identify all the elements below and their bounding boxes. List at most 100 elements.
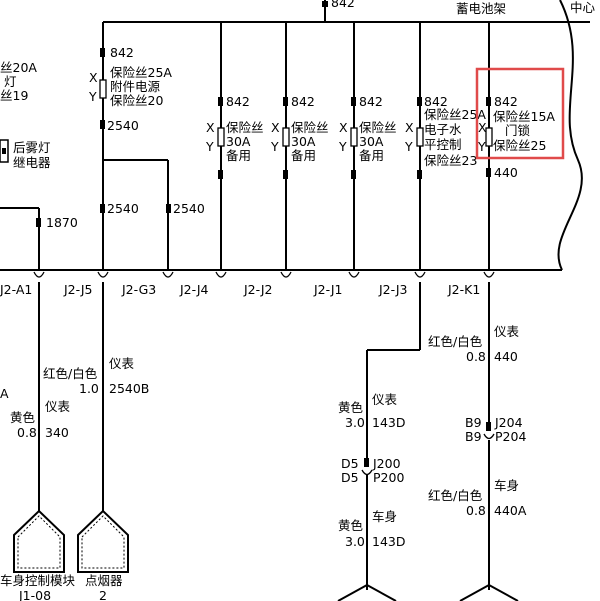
fuse-name: 保险丝25A: [110, 65, 172, 80]
wire-system: 仪表: [494, 324, 520, 339]
svg-text:Y: Y: [205, 139, 214, 154]
wire-gauge: 0.8: [466, 349, 486, 364]
wire-gauge: 0.8: [17, 425, 37, 440]
left-fuse-line2: 灯: [4, 74, 17, 89]
fuse-id: 保险丝25: [493, 138, 546, 153]
fuse-name: 保险丝: [359, 120, 397, 135]
wire-gauge: 3.0: [345, 534, 365, 549]
wire-circuit: 143D: [372, 415, 405, 430]
left-partial: 丝20A 灯 丝19 后雾灯 继电器 1870: [0, 60, 78, 270]
svg-text:X: X: [478, 120, 487, 135]
svg-text:Y: Y: [88, 89, 97, 104]
svg-text:X: X: [89, 70, 98, 85]
svg-text:440: 440: [494, 165, 518, 180]
wire-gauge: 0.8: [466, 503, 486, 518]
wire-color: 黄色: [338, 518, 364, 533]
svg-text:Y: Y: [404, 139, 413, 154]
connector-label: J2-J3: [378, 282, 408, 297]
fuse-desc-1: 电子水: [424, 122, 462, 137]
fuse-symbol: [350, 127, 358, 147]
fuse-column-j4: 842 X Y 保险丝 30A 备用: [205, 22, 264, 270]
svg-text:842: 842: [226, 94, 250, 109]
svg-text:Y: Y: [477, 139, 486, 154]
fuse-column-j2: 842 X Y 保险丝 30A 备用: [270, 22, 329, 270]
connector-label: J2-J4: [179, 282, 209, 297]
inline-connector-d5: D5 J200 D5 P200: [341, 456, 404, 485]
svg-text:A: A: [0, 386, 9, 401]
svg-text:D5: D5: [341, 470, 359, 485]
fuse-id: 保险丝23: [424, 153, 477, 168]
svg-text:2540: 2540: [107, 118, 139, 133]
component-name: 点烟器: [85, 573, 123, 588]
wire-k1: 红色/白色 0.8 仪表 440 红色/白色 0.8 车身 440A: [428, 282, 527, 601]
fuse-symbol: [485, 127, 493, 147]
fuse-name: 保险丝25A: [424, 107, 486, 122]
svg-text:Y: Y: [338, 139, 347, 154]
fuse-column-j3: 842 X Y 保险丝25A 电子水 平控制 保险丝23: [404, 22, 486, 270]
svg-text:842: 842: [110, 45, 134, 60]
fuse-symbol: [99, 79, 107, 99]
svg-text:2540: 2540: [173, 201, 205, 216]
wire-system: 车身: [372, 509, 397, 524]
left-fuse-line1: 丝20A: [0, 60, 37, 75]
highlight-box: [475, 67, 565, 160]
fuse-id: 保险丝20: [110, 93, 163, 108]
wire-circuit: 340: [45, 425, 69, 440]
svg-text:X: X: [405, 120, 414, 135]
cigarette-lighter: 点烟器 2: [77, 509, 129, 601]
relay-box: [0, 139, 9, 163]
svg-text:D5: D5: [341, 456, 359, 471]
svg-text:Y: Y: [270, 139, 279, 154]
fuse-desc: 备用: [291, 148, 316, 163]
fuse-rating: 30A: [359, 134, 384, 149]
svg-text:842: 842: [359, 94, 383, 109]
connector-label: J2-J1: [313, 282, 343, 297]
svg-text:J204: J204: [494, 415, 523, 430]
wire-circuit: 143D: [372, 534, 405, 549]
wire-system: 仪表: [45, 399, 71, 414]
wire-gauge: 1.0: [79, 381, 99, 396]
relay-label-2: 继电器: [13, 155, 51, 170]
wire-circuit: 440A: [494, 503, 527, 518]
connector-label: J2-J2: [243, 282, 273, 297]
svg-text:X: X: [206, 120, 215, 135]
fuse-column-j5: 842 X Y 保险丝25A 附件电源 保险丝20 2540 2540 2540: [88, 22, 205, 270]
wire-color: 黄色: [338, 400, 364, 415]
connector-label: J2-J5: [63, 282, 93, 297]
wire-j5: 红色/白色 1.0 仪表 2540B: [43, 282, 149, 511]
center-label: 中心: [570, 0, 596, 15]
fuse-column-j1: 842 X Y 保险丝 30A 备用: [338, 22, 397, 270]
fuse-block-outline: [0, 0, 590, 271]
inline-connector-b9: B9 J204 B9 P204: [465, 415, 526, 444]
fuse-symbol: [282, 127, 290, 147]
svg-text:2540: 2540: [107, 201, 139, 216]
wire-color: 红色/白色: [428, 488, 483, 503]
connector-label: J2-K1: [447, 282, 480, 297]
svg-text:842: 842: [291, 94, 315, 109]
wire-system: 仪表: [372, 392, 398, 407]
wire-circuit: 2540B: [109, 381, 149, 396]
connector-label: J2-G3: [121, 282, 156, 297]
fuse-column-k1: 842 X Y 保险丝15A 门锁 保险丝25 440: [477, 22, 555, 270]
main-circuit-label: 842: [331, 0, 355, 10]
circuit-1870: 1870: [46, 215, 78, 230]
fuse-rating: 30A: [226, 134, 251, 149]
svg-text:J200: J200: [372, 456, 401, 471]
fuse-name: 保险丝: [226, 120, 264, 135]
fuse-desc: 备用: [359, 148, 384, 163]
component-pin: 2: [99, 588, 107, 601]
wire-j3: 黄色 3.0 仪表 143D 黄色 3.0 车身 143D: [337, 282, 421, 601]
wire-a1: A 黄色 0.8 仪表 340: [0, 282, 71, 511]
wire-gauge: 3.0: [345, 415, 365, 430]
svg-text:P204: P204: [495, 429, 526, 444]
svg-text:X: X: [271, 120, 280, 135]
fuse-desc: 备用: [226, 148, 251, 163]
wire-color: 黄色: [10, 410, 36, 425]
body-control-module: 车身控制模块 J1-08: [0, 509, 76, 601]
svg-text:X: X: [339, 120, 348, 135]
fuse-symbol: [217, 127, 225, 147]
battery-box-label: 蓄电池架: [456, 1, 506, 16]
fuse-name: 保险丝: [291, 120, 329, 135]
svg-text:842: 842: [494, 94, 518, 109]
